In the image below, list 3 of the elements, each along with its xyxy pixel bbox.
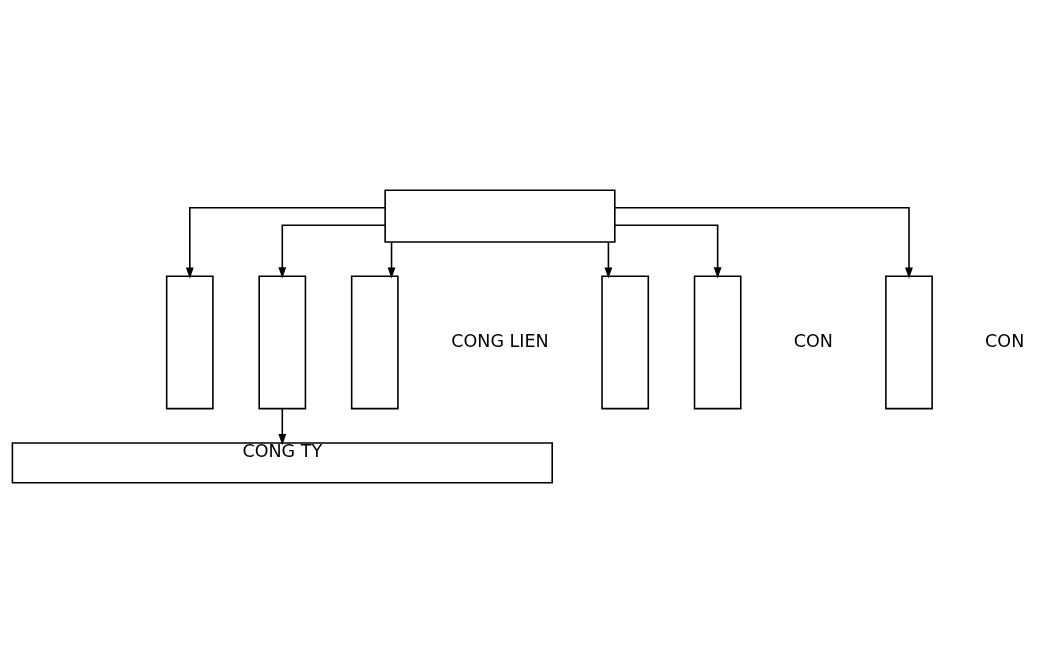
label: CON: [985, 330, 1025, 351]
label: CONG LIEN: [451, 330, 549, 351]
label: CON: [793, 330, 833, 351]
